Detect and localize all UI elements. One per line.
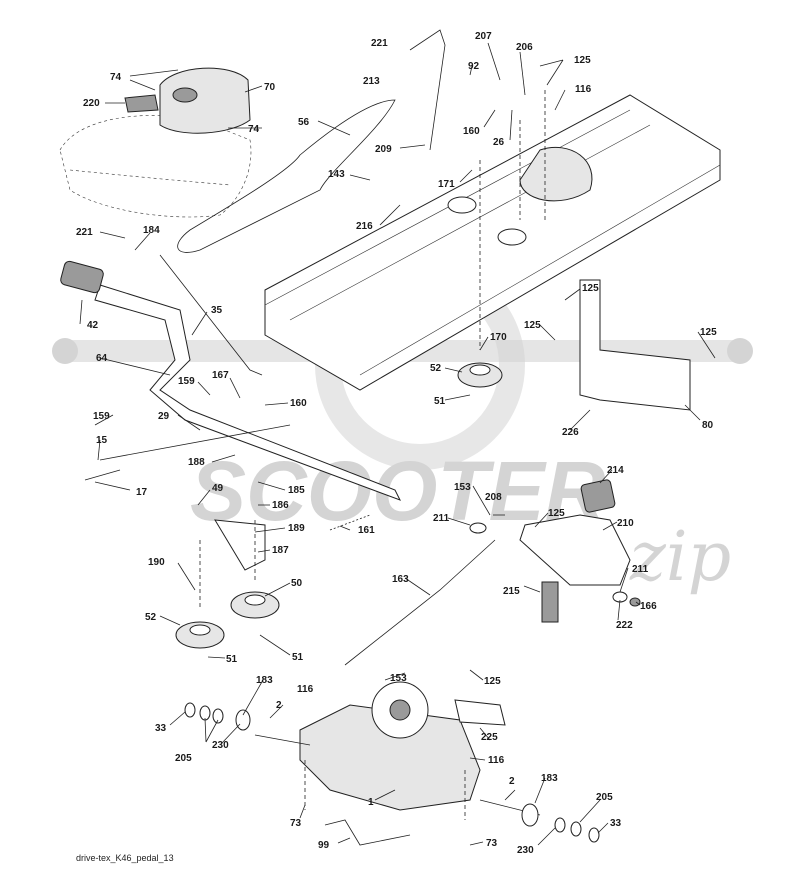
label-230-a: 230: [212, 740, 229, 751]
label-15: 15: [96, 435, 108, 446]
label-226: 226: [562, 427, 579, 438]
label-35: 35: [211, 305, 223, 316]
label-125-f: 125: [484, 676, 501, 687]
label-2-b: 2: [509, 776, 515, 787]
label-206: 206: [516, 42, 533, 53]
label-159-b: 159: [93, 411, 110, 422]
label-221-b: 221: [76, 227, 93, 238]
label-222: 222: [616, 620, 633, 631]
part-labels: 221 213 207 92 206 125 116 74 70 220 74 …: [76, 31, 717, 856]
label-51-b: 51: [292, 652, 304, 663]
linkage: [60, 29, 446, 531]
label-161: 161: [358, 525, 375, 536]
drive-belt: [177, 99, 396, 253]
label-143: 143: [328, 169, 345, 180]
label-74-a: 74: [110, 72, 122, 83]
label-210: 210: [617, 518, 634, 529]
label-213: 213: [363, 76, 380, 87]
label-116-c: 116: [488, 755, 505, 766]
label-17: 17: [136, 487, 148, 498]
label-215: 215: [503, 586, 520, 597]
frame: [264, 94, 721, 411]
watermark-sub: zip: [629, 518, 731, 597]
label-183-a: 183: [256, 675, 273, 686]
label-167: 167: [212, 370, 229, 381]
label-216: 216: [356, 221, 373, 232]
label-52-b: 52: [430, 363, 442, 374]
label-125-d: 125: [700, 327, 717, 338]
label-170: 170: [490, 332, 507, 343]
label-163: 163: [392, 574, 409, 585]
label-92: 92: [468, 61, 480, 72]
label-211-a: 211: [433, 513, 450, 524]
label-185: 185: [288, 485, 305, 496]
watermark: SCOOTER zip: [52, 260, 753, 597]
label-183-b: 183: [541, 773, 558, 784]
label-160-a: 160: [463, 126, 480, 137]
label-1: 1: [368, 797, 374, 808]
pedal-assembly: [344, 479, 641, 666]
label-116-b: 116: [297, 684, 314, 695]
leader-lines: [79, 42, 716, 846]
label-2-a: 2: [276, 700, 282, 711]
label-51-c: 51: [434, 396, 446, 407]
label-26: 26: [493, 137, 505, 148]
label-29: 29: [158, 411, 170, 422]
label-189: 189: [288, 523, 305, 534]
label-205-a: 205: [175, 753, 192, 764]
label-33-a: 33: [155, 723, 167, 734]
label-153-a: 153: [454, 482, 471, 493]
label-125-c: 125: [524, 320, 541, 331]
label-187: 187: [272, 545, 289, 556]
label-160-b: 160: [290, 398, 307, 409]
label-80: 80: [702, 420, 714, 431]
label-125-b: 125: [582, 283, 599, 294]
label-186: 186: [272, 500, 289, 511]
label-73-b: 73: [486, 838, 498, 849]
label-33-b: 33: [610, 818, 622, 829]
label-70: 70: [264, 82, 276, 93]
label-211-b: 211: [632, 564, 649, 575]
label-49: 49: [212, 483, 224, 494]
label-56: 56: [298, 117, 310, 128]
label-153-b: 153: [390, 673, 407, 684]
label-205-b: 205: [596, 792, 613, 803]
label-74-b: 74: [248, 124, 260, 135]
label-188: 188: [188, 457, 205, 468]
label-171: 171: [438, 179, 455, 190]
label-50: 50: [291, 578, 303, 589]
diagram-caption: drive-tex_K46_pedal_13: [76, 853, 174, 863]
label-208: 208: [485, 492, 502, 503]
label-64: 64: [96, 353, 108, 364]
label-209: 209: [375, 144, 392, 155]
label-52-a: 52: [145, 612, 157, 623]
transaxle: [184, 681, 600, 846]
label-225: 225: [481, 732, 498, 743]
label-125-a: 125: [574, 55, 591, 66]
label-73-a: 73: [290, 818, 302, 829]
label-214: 214: [607, 465, 624, 476]
label-190: 190: [148, 557, 165, 568]
label-230-b: 230: [517, 845, 534, 856]
label-99: 99: [318, 840, 330, 851]
label-207: 207: [475, 31, 492, 42]
label-51-a: 51: [226, 654, 238, 665]
label-116-a: 116: [575, 84, 592, 95]
label-166: 166: [640, 601, 657, 612]
label-159-a: 159: [178, 376, 195, 387]
watermark-brand: SCOOTER: [190, 444, 606, 538]
label-184: 184: [143, 225, 160, 236]
pulleys: [175, 362, 503, 649]
label-125-e: 125: [548, 508, 565, 519]
label-42: 42: [87, 320, 99, 331]
assembly-lines: [199, 90, 546, 820]
label-220: 220: [83, 98, 100, 109]
hood-assembly: [59, 67, 252, 218]
label-221: 221: [371, 38, 388, 49]
